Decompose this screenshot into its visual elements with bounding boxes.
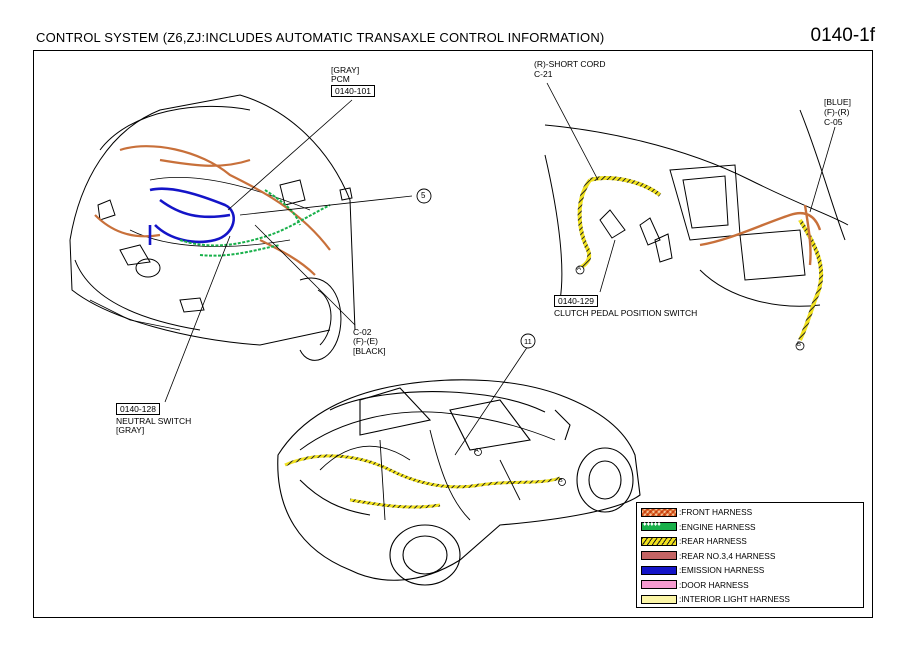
short-cord-label: (R)-SHORT CORD: [534, 59, 606, 69]
legend-item-front: :FRONT HARNESS: [641, 506, 752, 518]
vehicle-marker-a: [474, 448, 482, 456]
neutral-switch-color-label: [GRAY]: [116, 425, 145, 435]
interior-light-harness-swatch: [641, 594, 677, 604]
legend-label: :INTERIOR LIGHT HARNESS: [679, 594, 790, 604]
leader-lines-right: [546, 82, 836, 293]
rear-harness-wires-clutch: [577, 176, 824, 341]
pcm-label: PCM: [331, 74, 350, 84]
diagram-frame: [33, 50, 873, 618]
pcm-color-label: [GRAY]: [331, 65, 360, 75]
legend-item-rear: :REAR HARNESS: [641, 535, 747, 547]
legend-label: :ENGINE HARNESS: [679, 521, 756, 532]
legend-label: :EMISSION HARNESS: [679, 565, 765, 575]
engine-harness-swatch: [641, 521, 677, 531]
c05-color-label: [BLUE]: [824, 97, 851, 107]
legend-label: :DOOR HARNESS: [679, 579, 749, 590]
vehicle-marker-a-label: A: [475, 448, 479, 454]
c02-color-label: [BLACK]: [353, 346, 386, 356]
engine-harness-wires: [179, 189, 331, 257]
legend-item-engine: :ENGINE HARNESS: [641, 521, 756, 533]
c05-label: C-05: [824, 117, 843, 127]
legend-label: :REAR HARNESS: [679, 536, 747, 546]
callout-circle-5: [416, 188, 432, 204]
harness-legend: :FRONT HARNESS :ENGINE HARNESS :REAR HAR…: [636, 502, 864, 608]
vehicle-marker-b: [558, 478, 566, 486]
pcm-ref-box: 0140-101: [331, 85, 375, 97]
leader-line-11: [454, 345, 529, 456]
emission-harness-swatch: [641, 565, 677, 575]
clutch-switch-label: CLUTCH PEDAL POSITION SWITCH: [554, 308, 698, 318]
rear-34-harness-swatch: [641, 551, 677, 560]
callout-11-number: 11: [524, 337, 532, 346]
callout-circle-11: [520, 333, 536, 349]
door-harness-swatch: [641, 580, 677, 589]
c21-label: C-21: [534, 69, 553, 79]
neutral-switch-ref-box: 0140-128: [116, 403, 160, 415]
cabin-drawing: [544, 109, 849, 307]
marker-b-label: B: [797, 342, 802, 348]
legend-item-door: :DOOR HARNESS: [641, 579, 749, 591]
legend-item-rear-34: :REAR NO.3,4 HARNESS: [641, 550, 775, 562]
legend-item-emission: :EMISSION HARNESS: [641, 564, 764, 576]
c02-sides-label: (F)-(E): [353, 336, 379, 346]
front-harness-swatch: [641, 507, 677, 517]
front-harness-wires: [94, 145, 331, 276]
page-title: CONTROL SYSTEM (Z6,ZJ:INCLUDES AUTOMATIC…: [36, 30, 605, 45]
legend-label: :REAR NO.3,4 HARNESS: [679, 550, 776, 561]
front-harness-wires-clutch: [699, 204, 822, 266]
marker-a-label: A: [577, 266, 582, 272]
callout-5-number: 5: [421, 191, 426, 200]
rear-harness-wires-vehicle: [284, 454, 561, 509]
c02-label: C-02: [353, 327, 372, 337]
neutral-switch-label: NEUTRAL SWITCH: [116, 416, 192, 426]
vehicle-marker-b-label: B: [559, 478, 563, 484]
leader-lines-left: [164, 99, 413, 403]
engine-bay-drawing: [69, 94, 356, 361]
marker-b-circle: [795, 341, 805, 351]
emission-harness-wires: [148, 187, 235, 245]
vehicle-body-drawing: [277, 379, 641, 586]
c05-sides-label: (F)-(R): [824, 107, 850, 117]
legend-label: :FRONT HARNESS: [679, 507, 753, 517]
clutch-ref-box: 0140-129: [554, 295, 598, 307]
interior-harness-wires-vehicle: [299, 411, 556, 521]
legend-item-interior-light: :INTERIOR LIGHT HARNESS: [641, 593, 790, 605]
page-code: 0140-1f: [810, 25, 875, 46]
marker-a-circle: [575, 265, 585, 275]
rear-harness-swatch: [641, 536, 677, 546]
